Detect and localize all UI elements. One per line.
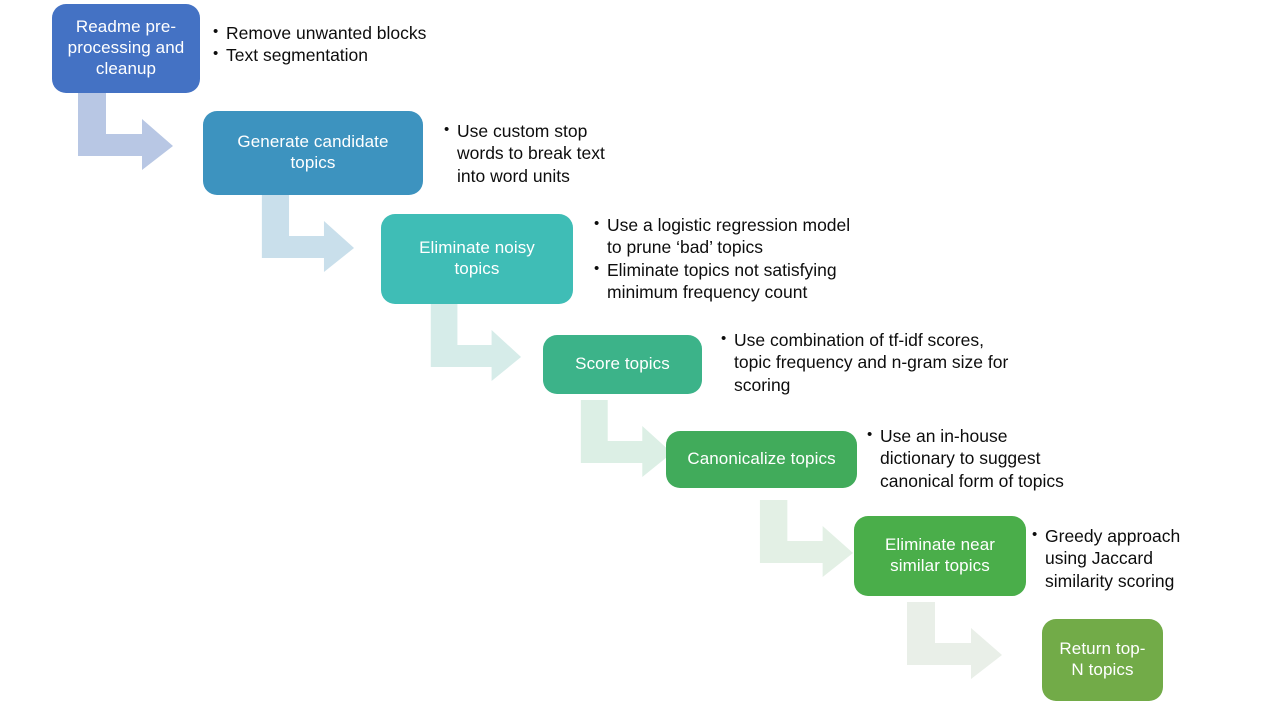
note-block-eliminate-noisy-topics: Use a logistic regression model to prune… xyxy=(594,214,894,304)
elbow-arrow-shape xyxy=(907,602,1002,679)
process-step-readme-preprocessing[interactable]: Readme pre- processing and cleanup xyxy=(52,4,200,93)
note-block-readme-preprocessing: Remove unwanted blocksText segmentation xyxy=(213,22,513,67)
elbow-arrow-icon xyxy=(577,400,673,477)
process-step-return-top-n-topics[interactable]: Return top- N topics xyxy=(1042,619,1163,701)
process-step-label: Readme pre- processing and cleanup xyxy=(67,17,185,78)
elbow-arrow-icon xyxy=(756,500,854,577)
note-bullet: Remove unwanted blocks xyxy=(213,22,513,44)
note-bullet: Greedy approach using Jaccard similarity… xyxy=(1032,525,1202,592)
process-step-eliminate-noisy-topics[interactable]: Eliminate noisy topics xyxy=(381,214,573,304)
elbow-arrow-shape xyxy=(261,195,355,272)
elbow-arrow-icon xyxy=(903,602,1003,679)
note-bullet: Use a logistic regression model to prune… xyxy=(594,214,894,259)
process-step-canonicalize-topics[interactable]: Canonicalize topics xyxy=(666,431,857,488)
elbow-arrow-icon xyxy=(258,195,355,272)
elbow-arrow-shape xyxy=(580,400,673,477)
process-step-label: Score topics xyxy=(575,354,670,374)
elbow-arrow-shape xyxy=(430,304,522,381)
note-block-generate-candidate-topics: Use custom stop words to break text into… xyxy=(444,120,644,187)
note-block-eliminate-near-similar-topics: Greedy approach using Jaccard similarity… xyxy=(1032,525,1202,592)
note-bullet: Use an in-house dictionary to suggest ca… xyxy=(867,425,1097,492)
process-step-generate-candidate-topics[interactable]: Generate candidate topics xyxy=(203,111,423,195)
elbow-arrow-icon xyxy=(427,304,522,381)
note-block-score-topics: Use combination of tf-idf scores, topic … xyxy=(721,329,1041,396)
note-bullet: Eliminate topics not satisfying minimum … xyxy=(594,259,894,304)
elbow-arrow-shape xyxy=(759,500,854,577)
process-step-label: Return top- N topics xyxy=(1059,639,1146,679)
elbow-arrow-icon xyxy=(74,93,174,170)
process-step-label: Generate candidate topics xyxy=(237,132,389,172)
note-bullet: Use combination of tf-idf scores, topic … xyxy=(721,329,1041,396)
process-step-label: Eliminate near similar topics xyxy=(884,535,996,575)
note-bullet: Text segmentation xyxy=(213,44,513,66)
process-step-label: Eliminate noisy topics xyxy=(419,238,535,278)
process-step-eliminate-near-similar-topics[interactable]: Eliminate near similar topics xyxy=(854,516,1026,596)
note-block-canonicalize-topics: Use an in-house dictionary to suggest ca… xyxy=(867,425,1097,492)
note-bullet: Use custom stop words to break text into… xyxy=(444,120,644,187)
process-step-label: Canonicalize topics xyxy=(687,449,836,469)
process-step-score-topics[interactable]: Score topics xyxy=(543,335,702,394)
elbow-arrow-shape xyxy=(78,93,173,170)
